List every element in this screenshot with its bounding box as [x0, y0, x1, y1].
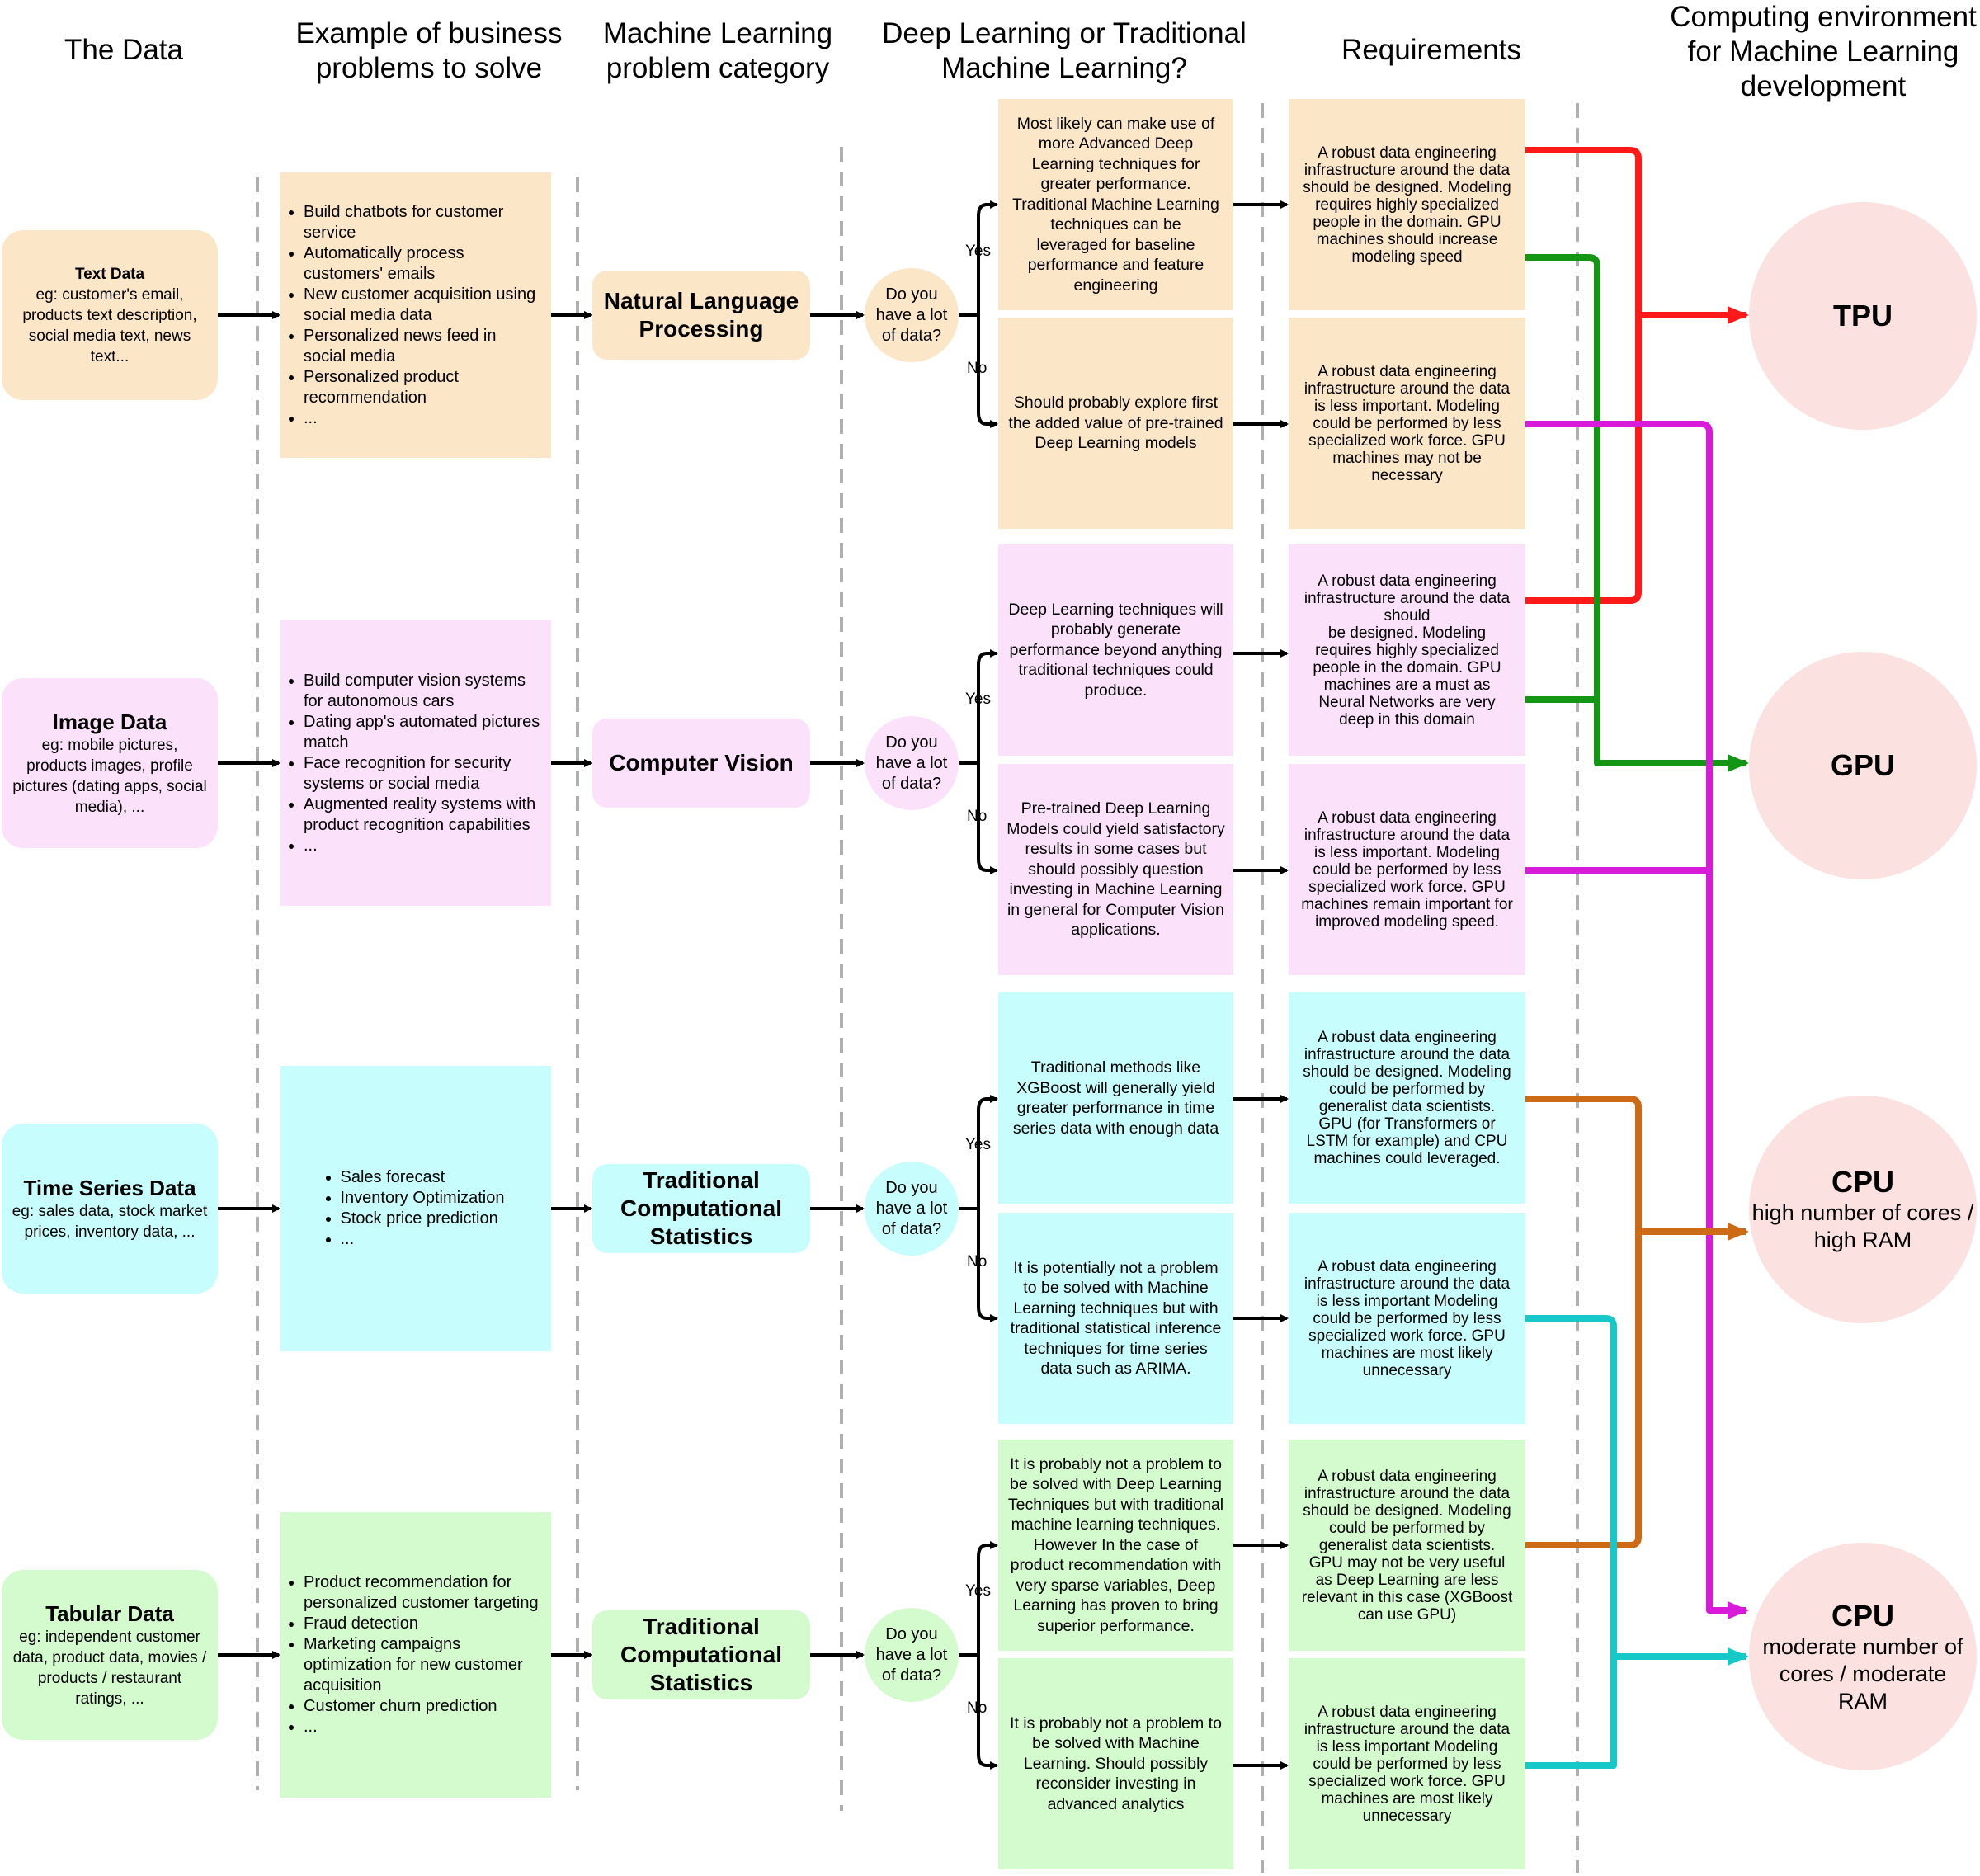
problem-item: ... — [304, 408, 541, 429]
no-answer-text: Should probably explore first the added … — [998, 318, 1233, 529]
problem-item: New customer acquisition using social me… — [304, 285, 541, 326]
source-description: eg: sales data, stock market prices, inv… — [12, 1203, 208, 1241]
category-tabular: Traditional Computational Statistics — [592, 1610, 810, 1699]
problem-item: Augmented reality systems with product r… — [304, 794, 541, 836]
problem-item: Face recognition for security systems or… — [304, 753, 541, 794]
problem-item: Personalized news feed in social media — [304, 326, 541, 367]
question-tabular: Do you have a lot of data? — [865, 1608, 959, 1702]
arrow-no-branch — [977, 1209, 998, 1322]
compute-title: CPU — [1831, 1598, 1894, 1633]
no-requirement-tabular: A robust data engineering infrastructure… — [1289, 1658, 1525, 1869]
question-timeseries: Do you have a lot of data? — [865, 1162, 959, 1256]
problem-item: Product recommendation for personalized … — [304, 1572, 541, 1614]
source-description: eg: customer's email, products text desc… — [22, 285, 197, 365]
header-computing-environment: Computing environment for Machine Learni… — [1670, 1, 1977, 102]
problem-item: Build computer vision systems for autono… — [304, 671, 541, 712]
problem-item: Build chatbots for customer service — [304, 202, 541, 243]
green-route-text-yes-to-gpu — [1525, 254, 1749, 772]
problem-item: Fraud detection — [304, 1614, 541, 1634]
source-description: eg: independent customer data, product d… — [12, 1629, 207, 1708]
yes-requirement-tabular: A robust data engineering infrastructure… — [1289, 1440, 1525, 1651]
problem-item: Customer churn prediction — [304, 1696, 541, 1717]
category-image: Computer Vision — [592, 719, 810, 808]
problem-item: ... — [304, 836, 541, 856]
orange-route-tabular-yes-to-cpu-high — [1525, 1232, 1642, 1548]
problem-item: Marketing campaigns optimization for new… — [304, 1634, 541, 1696]
arrow-no-branch — [977, 1655, 998, 1770]
problems-text: Build chatbots for customer serviceAutom… — [280, 172, 551, 458]
source-image: Image Data eg: mobile pictures, products … — [2, 678, 218, 848]
red-route-text-yes-to-tpu — [1525, 147, 1749, 324]
problem-item: Inventory Optimization — [341, 1188, 505, 1209]
yes-requirement-timeseries: A robust data engineering infrastructure… — [1289, 992, 1525, 1204]
arrow-no-branch — [977, 763, 998, 874]
no-answer-image: Pre-trained Deep Learning Models could y… — [998, 764, 1233, 975]
header-requirements: Requirements — [1341, 34, 1521, 66]
question-image: Do you have a lot of data? — [865, 716, 959, 810]
category-timeseries: Traditional Computational Statistics — [592, 1164, 810, 1253]
problem-item: Sales forecast — [341, 1167, 505, 1188]
category-text: Natural Language Processing — [592, 271, 810, 360]
yes-requirement-text: A robust data engineering infrastructure… — [1289, 99, 1525, 310]
source-description: eg: mobile pictures, products images, pr… — [12, 737, 207, 816]
no-answer-timeseries: It is potentially not a problem to be so… — [998, 1213, 1233, 1424]
question-text: Do you have a lot of data? — [865, 268, 959, 362]
compute-subtitle: high number of cores / high RAM — [1751, 1200, 1974, 1252]
red-route-image-yes-to-tpu — [1525, 315, 1642, 604]
compute-cpu-moderate: CPU moderate number of cores / moderate … — [1749, 1543, 1977, 1770]
problem-item: ... — [304, 1717, 541, 1737]
no-requirement-image: A robust data engineering infrastructure… — [1289, 764, 1525, 975]
problem-item: Dating app's automated pictures match — [304, 712, 541, 753]
compute-tpu: TPU — [1749, 202, 1977, 430]
compute-subtitle: moderate number of cores / moderate RAM — [1762, 1633, 1964, 1713]
cyan-route-tabular-no — [1525, 1315, 1617, 1769]
problem-item: Automatically process customers' emails — [304, 243, 541, 285]
problems-image: Build computer vision systems for autono… — [280, 620, 551, 906]
compute-gpu: GPU — [1749, 652, 1977, 879]
yes-requirement-image: A robust data engineering infrastructure… — [1289, 544, 1525, 756]
arrow-yes-branch — [977, 649, 998, 763]
problem-item: Stock price prediction — [341, 1209, 505, 1229]
orange-route-timeseries-yes-to-cpu-high — [1525, 1096, 1749, 1241]
header-ml-category: Machine Learning problem category — [602, 17, 833, 84]
header-dl-or-ml: Deep Learning or Traditional Machine Lea… — [882, 17, 1247, 84]
problem-item: Personalized product recommendation — [304, 367, 541, 408]
problems-timeseries: Sales forecastInventory OptimizationStoc… — [280, 1066, 551, 1351]
header-the-data: The Data — [64, 34, 183, 66]
source-timeseries: Time Series Data eg: sales data, stock ma… — [2, 1124, 218, 1294]
no-answer-tabular: It is probably not a problem to be solve… — [998, 1658, 1233, 1869]
no-requirement-text: A robust data engineering infrastructure… — [1289, 318, 1525, 529]
compute-cpu-high: CPU high number of cores / high RAM — [1749, 1096, 1977, 1323]
source-text: Text Data eg: customer's email, products … — [2, 230, 218, 400]
source-title: Text Data — [74, 265, 145, 283]
header-business-problems: Example of business problems to solve — [295, 17, 563, 84]
no-requirement-timeseries: A robust data engineering infrastructure… — [1289, 1213, 1525, 1424]
arrow-yes-branch — [977, 200, 998, 315]
source-title: Time Series Data — [23, 1176, 196, 1200]
problems-list: Build computer vision systems for autono… — [280, 671, 551, 856]
compute-title: CPU — [1831, 1165, 1894, 1199]
yes-answer-tabular: It is probably not a problem to be solve… — [998, 1440, 1233, 1651]
problems-list: Build chatbots for customer serviceAutom… — [280, 202, 551, 429]
arrow-yes-branch — [977, 1541, 998, 1655]
problem-item: ... — [341, 1229, 505, 1250]
problems-tabular: Product recommendation for personalized … — [280, 1512, 551, 1798]
yes-answer-timeseries: Traditional methods like XGBoost will ge… — [998, 992, 1233, 1204]
yes-answer-image: Deep Learning techniques will probably g… — [998, 544, 1233, 756]
source-title: Image Data — [52, 709, 167, 734]
arrow-no-branch — [977, 315, 998, 428]
problems-list: Sales forecastInventory OptimizationStoc… — [318, 1167, 515, 1250]
magenta-route-text-no-to-cpu-moderate — [1525, 421, 1749, 1619]
compute-title: TPU — [1833, 299, 1893, 332]
yes-answer-text: Most likely can make use of more Advance… — [998, 99, 1233, 310]
compute-title: GPU — [1830, 748, 1895, 782]
problems-list: Product recommendation for personalized … — [280, 1572, 551, 1737]
source-title: Tabular Data — [45, 1601, 174, 1626]
arrow-yes-branch — [977, 1095, 998, 1209]
source-tabular: Tabular Data eg: independent customer dat… — [2, 1570, 218, 1740]
